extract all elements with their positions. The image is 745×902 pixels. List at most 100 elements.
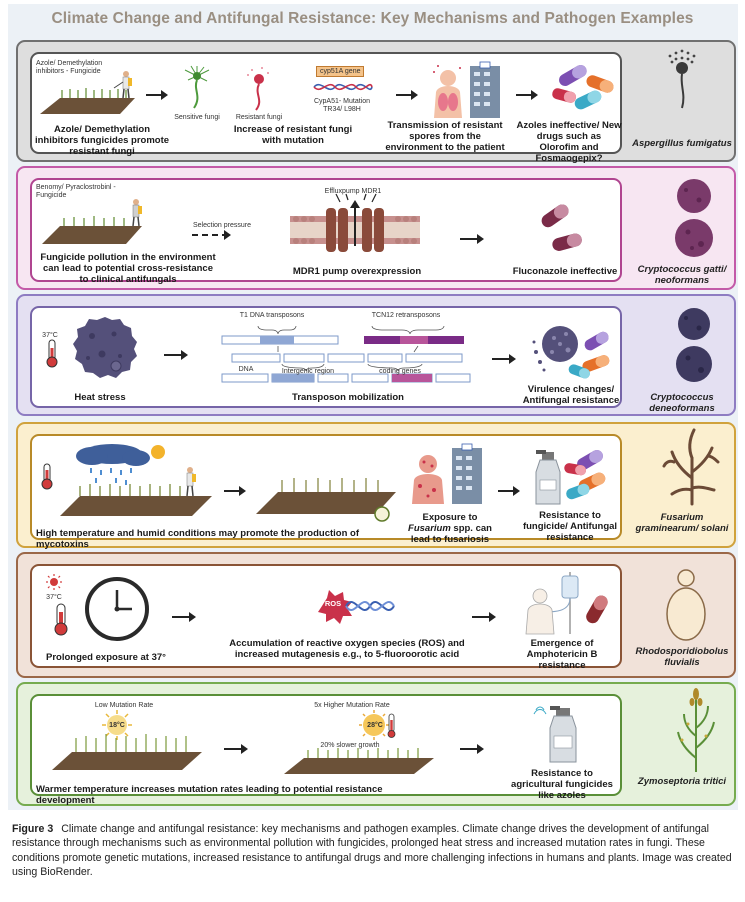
arrow [460, 234, 484, 244]
aspergillus-step3: Transmission of resistant spores from th… [385, 120, 505, 153]
arrow [498, 486, 520, 496]
figure-title: Climate Change and Antifungal Resistance… [51, 10, 694, 27]
ros-dna-icon [318, 590, 395, 624]
deneoformans-step1: Heat stress [74, 392, 126, 403]
gatti-step2: MDR1 pump overexpression [292, 266, 422, 277]
clock-icon [85, 577, 149, 641]
aspergillus-step2: Increase of resistant fungi with mutatio… [233, 124, 353, 146]
row-rhodosporidiobolus: 37°C ROS Prolonged exposure at [16, 552, 736, 678]
temp-label: 37°C [42, 332, 58, 339]
pills-icon [541, 204, 582, 251]
row-fusarium: High temperature and humid conditions ma… [16, 422, 736, 550]
pills-icon [552, 65, 614, 110]
caption-text: Climate change and antifungal resistance… [12, 823, 732, 879]
thermometer-icon [54, 603, 68, 636]
transposon-diagram [221, 325, 471, 383]
deneoformans-step2: Transposon mobilization [292, 392, 404, 403]
intergenic-label: Intergenic region [281, 368, 335, 375]
high-rate-label: 5x Higher Mutation Rate [314, 702, 390, 709]
arrow [224, 486, 246, 496]
coding-genes-label: coding genes [379, 368, 421, 375]
dashed-arrow [192, 230, 231, 240]
mutation-label: CypA51- Mutation TR34/ L98H [313, 98, 371, 113]
sun-thermometer-high [359, 710, 396, 740]
aspergillus-fungus-icon [668, 49, 696, 109]
row-cryptococcus-gatti-panel: Benomy/ Pyraclostrobinl - Fungicide Sele… [30, 178, 622, 285]
weather-field-icon [41, 444, 212, 516]
arrow [492, 354, 516, 364]
field-sprayer-icon [40, 71, 135, 114]
gatti-step3: Fluconazole ineffective [512, 266, 618, 277]
cryptococcus-cell-icon [676, 308, 712, 382]
field-sprayer-icon [42, 199, 142, 244]
pathogen-cryptococcus-gatti: Cryptococcus gatti/ neoformans [637, 264, 727, 286]
row-zymoseptoria: Low Mutation Rate 18°C 5x Higher Mutatio… [16, 682, 736, 806]
patient-hospital-icon [412, 443, 482, 504]
row-cryptococcus-gatti: Benomy/ Pyraclostrobinl - Fungicide Sele… [16, 166, 736, 290]
temp-high-label: 28°C [367, 722, 383, 729]
pathogen-fusarium: Fusarium graminearum/ solani [635, 512, 729, 534]
infected-field-icon [256, 478, 396, 522]
pathogen-zymoseptoria: Zymoseptoria tritici [637, 776, 727, 787]
rhodo-step2: Accumulation of reactive oxygen species … [229, 638, 465, 660]
fungal-cell-icon [73, 317, 137, 378]
arrow [224, 744, 248, 754]
dna-label: DNA [238, 366, 254, 373]
sensitive-fungi-label: Sensitive fungi [174, 114, 220, 121]
aspergillus-step1: Azole/ Demethylation inhibitors fungicid… [34, 124, 170, 157]
arrow [146, 90, 168, 100]
row-fusarium-panel: High temperature and humid conditions ma… [30, 434, 622, 550]
fusarium-step1: High temperature and humid conditions ma… [36, 528, 360, 550]
sun-icon [46, 574, 62, 590]
yeast-cell-icon [666, 569, 706, 641]
gatti-step1: Fungicide pollution in the environment c… [40, 252, 216, 285]
row-zymoseptoria-panel: Low Mutation Rate 18°C 5x Higher Mutatio… [30, 694, 622, 806]
fusarium-step2-pre: Exposure to [422, 512, 478, 523]
spray-bottle-pills-icon [535, 450, 606, 505]
row-aspergillus-panel: Azole/ Demethylation inhibitors - Fungic… [30, 52, 622, 164]
pathogen-aspergillus: Aspergillus fumigatus [632, 138, 732, 149]
fusarium-plant-icon [662, 428, 720, 506]
thermometer-icon [46, 339, 58, 368]
arrow [516, 90, 538, 100]
arrow [396, 90, 418, 100]
t1-label: T1 DNA transposons [239, 312, 305, 319]
selection-pressure-label: Selection pressure [193, 222, 251, 229]
rhodo-step3: Emergence of Amphotericin B resistance [526, 638, 598, 671]
wheat-field-high [284, 748, 434, 774]
arrow [472, 612, 496, 622]
fungicide-label: Benomy/ Pyraclostrobinl - Fungicide [36, 184, 116, 199]
pathogen-rhodosporidiobolus: Rhodosporidiobolus fluvialis [635, 646, 729, 668]
dna-icon [313, 83, 373, 91]
sensitive-fungi-icon [184, 65, 210, 109]
arrow [460, 744, 484, 754]
low-rate-label: Low Mutation Rate [94, 702, 154, 709]
pathogen-cryptococcus-deneoformans: Cryptococcus deneoformans [649, 392, 715, 414]
temp-low-label: 18°C [109, 722, 125, 729]
wheat-field-low [52, 734, 202, 770]
slower-growth-label: 20% slower growth [320, 742, 380, 749]
deneoformans-step3: Virulence changes/ Antifungal resistance [522, 384, 620, 406]
row-cryptococcus-deneoformans-panel: 37°C T1 DNA transposons TCN12 retranspos… [30, 306, 622, 408]
row-rhodosporidiobolus-panel: 37°C ROS Prolonged exposure at [30, 564, 622, 671]
cyp51a-gene-label: cyp51A gene [316, 66, 365, 77]
efflux-pump-label: Effluxpump MDR1 [324, 188, 382, 195]
ros-label: ROS [324, 599, 342, 608]
fusarium-step2: Exposure to Fusarium spp. can lead to fu… [402, 512, 498, 545]
arrow [164, 350, 188, 360]
row-cryptococcus-deneoformans: 37°C T1 DNA transposons TCN12 retranspos… [16, 294, 736, 416]
virulence-icon [532, 326, 610, 379]
spray-bottle-icon [533, 706, 577, 763]
fusarium-genus: Fusarium [408, 523, 451, 534]
tcn12-label: TCN12 retransposons [371, 312, 441, 319]
caption-label: Figure 3 [12, 823, 54, 835]
arrow [172, 612, 196, 622]
cryptococcus-cell-icon [675, 179, 713, 257]
zymo-step2: Resistance to agricultural fungicides li… [511, 768, 613, 801]
rhodo-step1: Prolonged exposure at 37° [46, 652, 166, 663]
patient-iv-icon [525, 572, 608, 635]
mdr1-pump-icon [290, 193, 420, 252]
resistant-fungi-icon [247, 67, 269, 111]
row-aspergillus: Azole/ Demethylation inhibitors - Fungic… [16, 40, 736, 164]
